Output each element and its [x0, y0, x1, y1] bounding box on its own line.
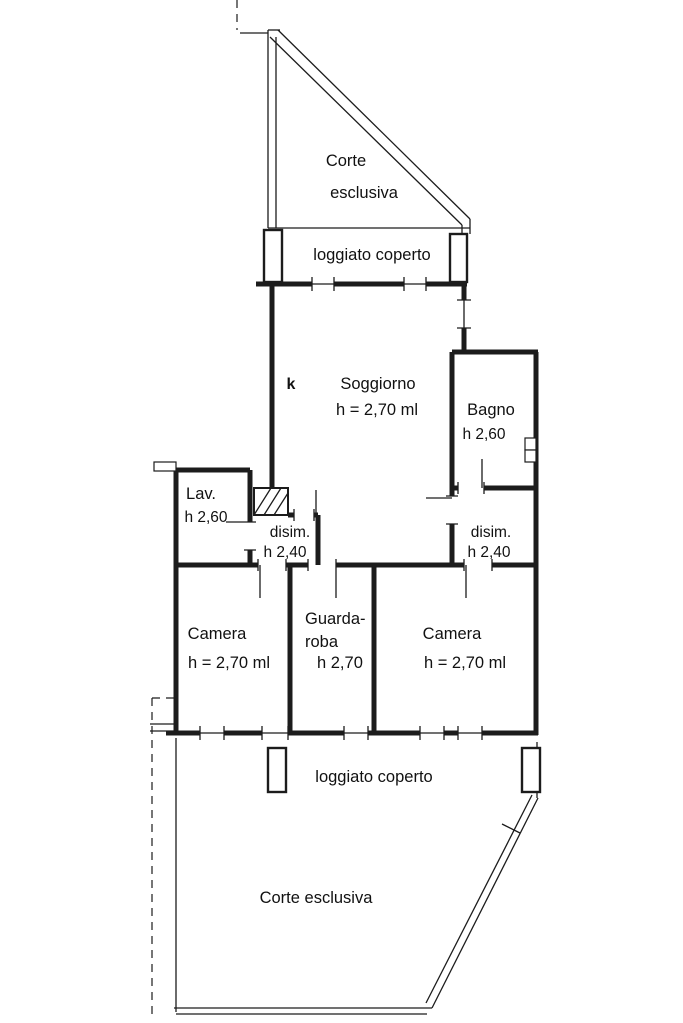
corte-top-outline	[240, 29, 471, 234]
label-kitchen-marker: k	[287, 376, 296, 393]
label-loggiato-bottom: loggiato coperto	[315, 768, 432, 786]
property-dashed-lines	[151, 0, 238, 1016]
pillar-bottom-right	[520, 746, 542, 794]
pillar-bottom-left	[266, 746, 288, 794]
label-bagno-height: h 2,60	[462, 426, 505, 443]
label-disim-right-name: disim.	[471, 524, 511, 541]
label-lav-height: h 2,60	[184, 509, 227, 526]
room-labels: Corte esclusiva loggiato coperto k Soggi…	[184, 152, 514, 907]
label-soggiorno-height: h = 2,70 ml	[336, 401, 418, 419]
loggia-pillars	[262, 228, 542, 794]
label-corte-top-line1: Corte	[326, 152, 366, 170]
label-guardaroba-name-line2: roba	[305, 633, 339, 651]
bagno-fixture-bottom	[524, 449, 537, 463]
label-lav-name: Lav.	[186, 485, 216, 503]
label-guardaroba-name-line1: Guarda-	[305, 610, 366, 628]
label-disim-right-height: h 2,40	[467, 544, 510, 561]
walls	[166, 281, 539, 736]
pillar-top-right	[448, 232, 469, 284]
label-guardaroba-height: h 2,70	[317, 654, 363, 672]
label-soggiorno-name: Soggiorno	[340, 375, 415, 393]
fixtures	[153, 437, 537, 516]
label-corte-top-line2: esclusiva	[330, 184, 399, 202]
label-disim-left-height: h 2,40	[263, 544, 306, 561]
lav-ledge	[153, 461, 177, 472]
label-camera-left-height: h = 2,70 ml	[188, 654, 270, 672]
label-corte-bottom: Corte esclusiva	[260, 889, 374, 907]
label-camera-right-height: h = 2,70 ml	[424, 654, 506, 672]
pillar-top-left	[262, 228, 284, 284]
label-camera-left-name: Camera	[188, 625, 248, 643]
label-disim-left-name: disim.	[270, 524, 310, 541]
bagno-fixture-top	[524, 437, 537, 451]
window-symbols	[199, 277, 483, 740]
label-bagno-name: Bagno	[467, 401, 515, 419]
label-loggiato-top: loggiato coperto	[313, 246, 430, 264]
label-camera-right-name: Camera	[423, 625, 483, 643]
door-symbols	[226, 459, 493, 598]
